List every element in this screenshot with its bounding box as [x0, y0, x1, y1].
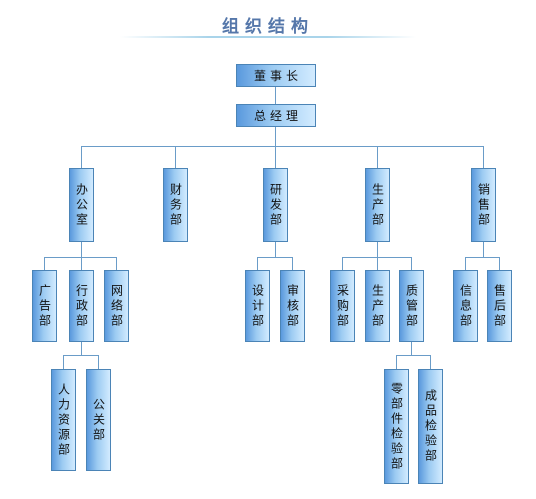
connector-rnd-bus	[257, 257, 293, 258]
node-parts-inspection: 零部件检验部	[384, 369, 409, 484]
connector-gm-down	[275, 127, 276, 147]
connector-to-aftersales	[499, 257, 500, 270]
node-info: 信息部	[453, 270, 478, 342]
node-sales: 销售部	[471, 168, 496, 242]
connector-to-quality	[411, 257, 412, 270]
connector-dept-bus	[81, 146, 483, 147]
node-chairman: 董事长	[236, 64, 316, 87]
node-manufacturing: 生产部	[365, 270, 390, 342]
connector-to-network	[116, 257, 117, 270]
node-pr: 公关部	[86, 369, 111, 471]
connector-to-products	[430, 355, 431, 369]
connector-to-finance	[175, 146, 176, 168]
connector-to-ads	[44, 257, 45, 270]
connector-to-audit	[292, 257, 293, 270]
connector-admin-bus	[63, 355, 99, 356]
node-purchasing: 采购部	[330, 270, 355, 342]
connector-rnd-down	[275, 242, 276, 258]
connector-to-production	[377, 146, 378, 168]
node-ads: 广告部	[32, 270, 57, 342]
node-design: 设计部	[245, 270, 270, 342]
connector-production-down	[377, 242, 378, 258]
connector-to-rnd	[275, 146, 276, 168]
connector-admin-down	[81, 342, 82, 356]
node-audit: 审核部	[280, 270, 305, 342]
connector-sales-down	[483, 242, 484, 258]
title-underline	[120, 36, 416, 38]
connector-office-down	[81, 242, 82, 258]
connector-quality-down	[411, 342, 412, 356]
node-network: 网络部	[104, 270, 129, 342]
connector-quality-bus	[396, 355, 431, 356]
node-office: 办公室	[69, 168, 94, 242]
connector-to-pr	[98, 355, 99, 369]
connector-to-info	[465, 257, 466, 270]
connector-to-hr	[63, 355, 64, 369]
node-after-sales: 售后部	[487, 270, 512, 342]
connector-to-admin	[81, 257, 82, 270]
connector-to-office	[81, 146, 82, 168]
connector-to-manufacturing	[377, 257, 378, 270]
node-finance: 财务部	[163, 168, 188, 242]
node-general-manager: 总经理	[236, 104, 316, 127]
connector-chairman-gm	[275, 87, 276, 105]
connector-to-parts	[396, 355, 397, 369]
node-admin: 行政部	[69, 270, 94, 342]
page-title: 组织结构	[222, 17, 314, 37]
node-product-inspection: 成品检验部	[418, 369, 443, 484]
connector-office-bus	[44, 257, 117, 258]
node-production: 生产部	[365, 168, 390, 242]
node-rnd: 研发部	[263, 168, 288, 242]
connector-to-design	[257, 257, 258, 270]
connector-to-sales	[483, 146, 484, 168]
node-quality: 质管部	[399, 270, 424, 342]
connector-to-purchasing	[342, 257, 343, 270]
node-hr: 人力资源部	[51, 369, 76, 471]
connector-sales-bus	[465, 257, 500, 258]
